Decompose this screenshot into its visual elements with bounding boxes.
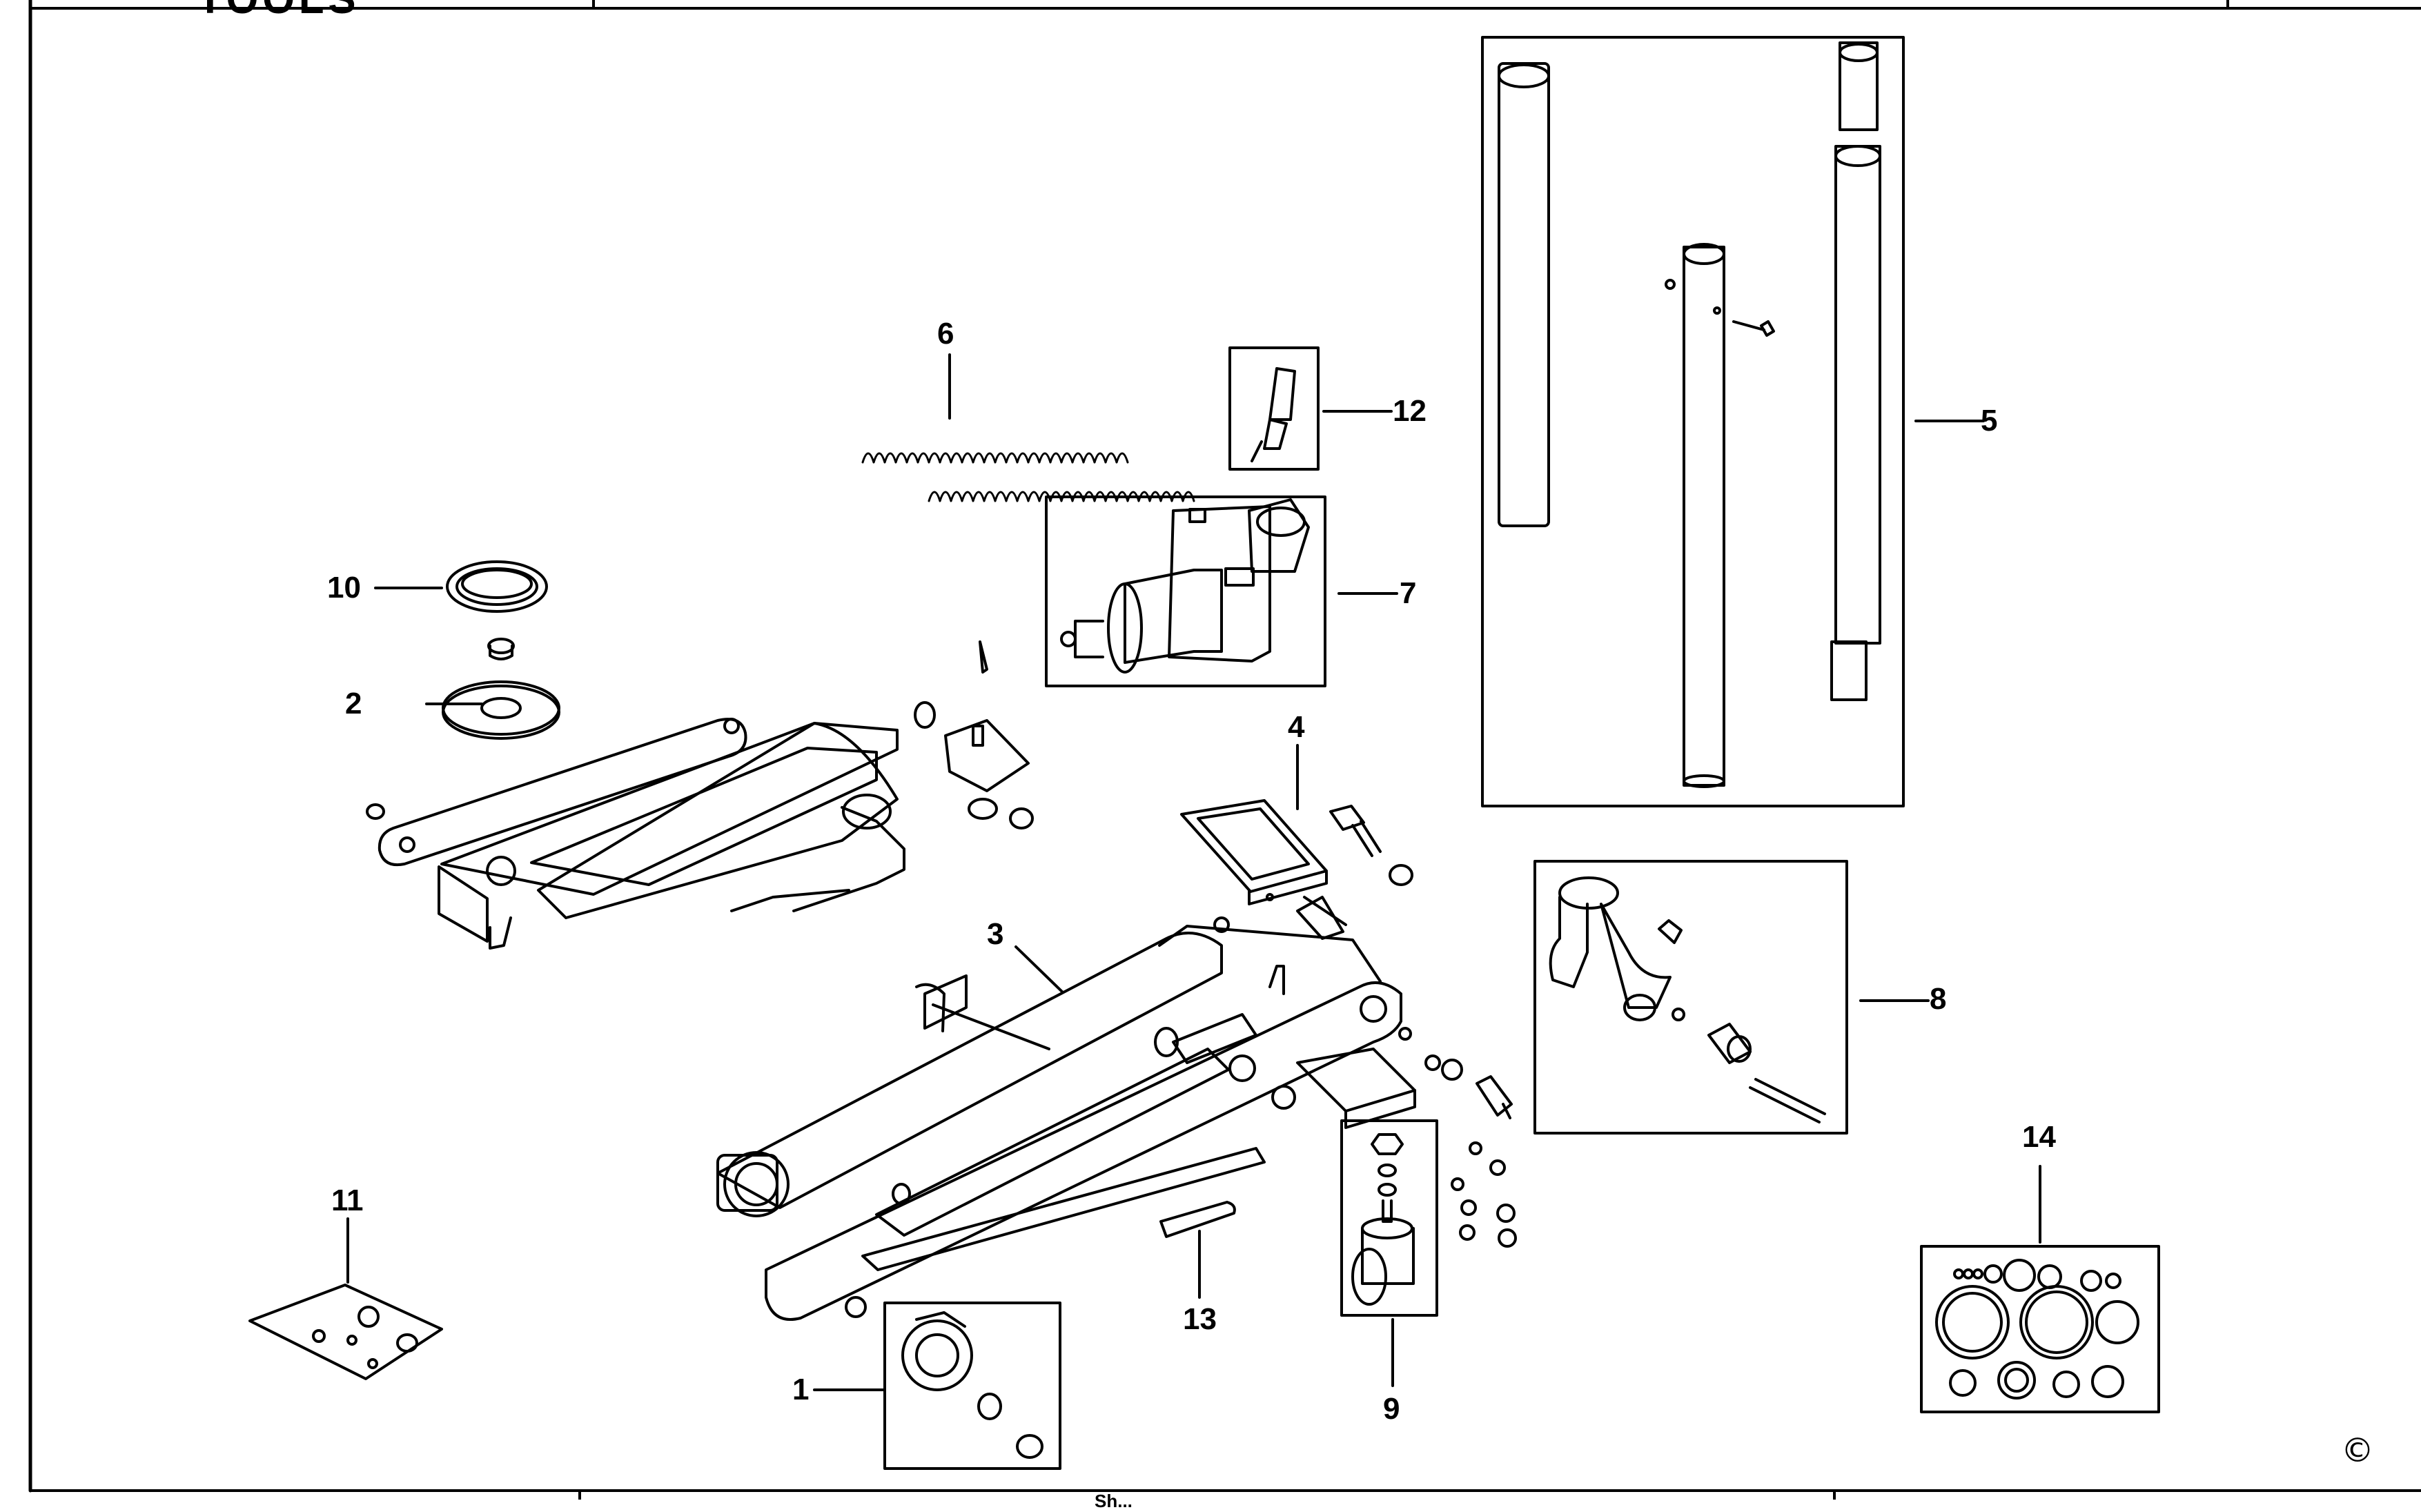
callout-3: 3 — [987, 917, 1004, 951]
callout-13: 13 — [1183, 1302, 1217, 1336]
callout-9: 9 — [1383, 1392, 1400, 1426]
callout-12: 12 — [1393, 394, 1427, 428]
part-12-coupling — [1228, 346, 1320, 471]
part-6-springs — [861, 452, 1195, 502]
callout-11: 11 — [331, 1184, 364, 1217]
lift-arm-assembly — [366, 718, 905, 950]
callout-4: 4 — [1288, 710, 1305, 744]
callout-10: 10 — [327, 571, 361, 605]
part-1-roller — [883, 1302, 1061, 1470]
part-8-caster-bracket — [1533, 860, 1848, 1135]
callout-5: 5 — [1981, 404, 1998, 438]
part-7-pump — [1045, 495, 1326, 687]
sheet-frame — [28, 0, 2421, 1501]
callout-8: 8 — [1930, 982, 1947, 1016]
callout-14: 14 — [2022, 1120, 2056, 1154]
leader-lines — [346, 353, 2041, 1391]
part-10-ring — [446, 560, 548, 613]
part-4-plate — [1180, 799, 1328, 905]
part-14-seal-kit — [1920, 1245, 2160, 1413]
callout-7: 7 — [1400, 576, 1417, 610]
part-9-castor — [1340, 1119, 1438, 1317]
callout-2: 2 — [345, 687, 362, 720]
part-11-bag — [248, 1284, 443, 1380]
pivot-pin — [914, 640, 1034, 829]
bolt — [1329, 805, 1413, 886]
part-5-tubes — [1481, 36, 1905, 807]
callout-1: 1 — [792, 1373, 810, 1406]
foot-pedal — [1296, 1048, 1416, 1129]
part-2-saddle — [442, 638, 560, 740]
callout-6: 6 — [937, 317, 954, 351]
copyright-symbol: © — [2341, 1431, 2374, 1470]
part-3-frame — [716, 896, 1402, 1321]
part-13-grip — [1159, 1201, 1236, 1238]
header-logo: TOOLS — [197, 0, 360, 23]
fasteners — [1398, 1027, 1517, 1248]
footer-title: Sh... — [1095, 1491, 1133, 1511]
